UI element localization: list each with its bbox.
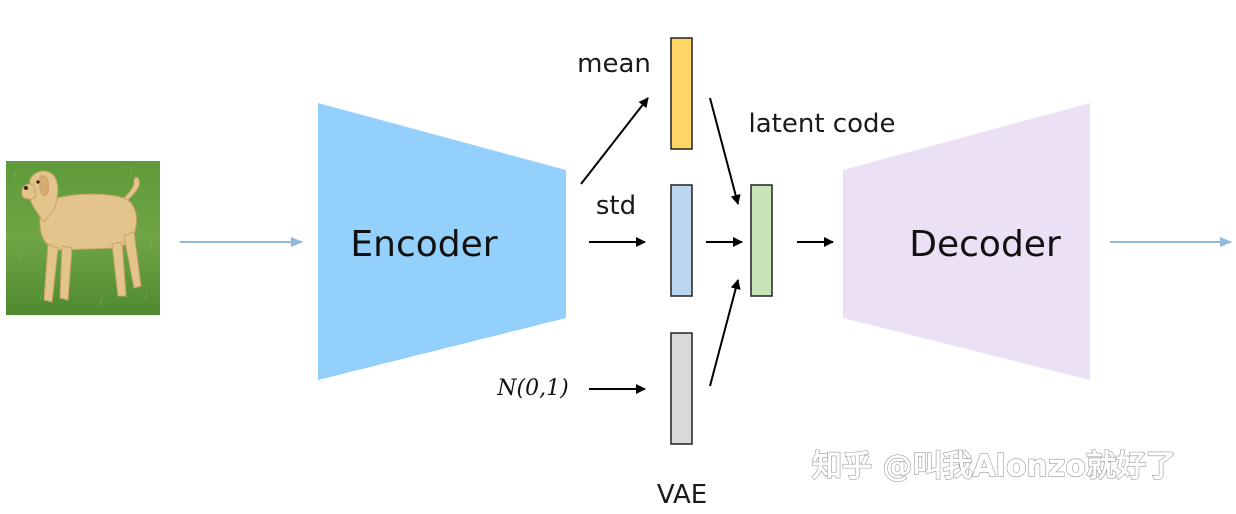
mean-vector (670, 37, 693, 150)
encoder-label: Encoder (350, 224, 497, 265)
encoder-to-mean-arrow (580, 97, 649, 185)
decoder-label: Decoder (909, 224, 1061, 265)
noise-label: N(0,1) (496, 376, 568, 401)
dog-icon (21, 170, 142, 303)
noise-vector (670, 332, 693, 445)
decoder-block (843, 103, 1090, 380)
dog-nose-icon (24, 186, 28, 190)
mean-to-latent-arrow (709, 97, 741, 205)
input-image (6, 161, 160, 315)
noise-to-latent-arrow (709, 279, 741, 387)
dog-eye-icon (36, 180, 40, 184)
mean-label: mean (577, 49, 651, 79)
encoder-block (318, 103, 566, 380)
vae-caption: VAE (657, 480, 707, 510)
latent-code-label: latent code (749, 109, 896, 139)
watermark-text: 知乎 @叫我Alonzo就好了 (812, 449, 1176, 484)
std-label: std (596, 191, 636, 221)
std-vector (670, 184, 693, 297)
latent-code-vector (750, 184, 773, 297)
